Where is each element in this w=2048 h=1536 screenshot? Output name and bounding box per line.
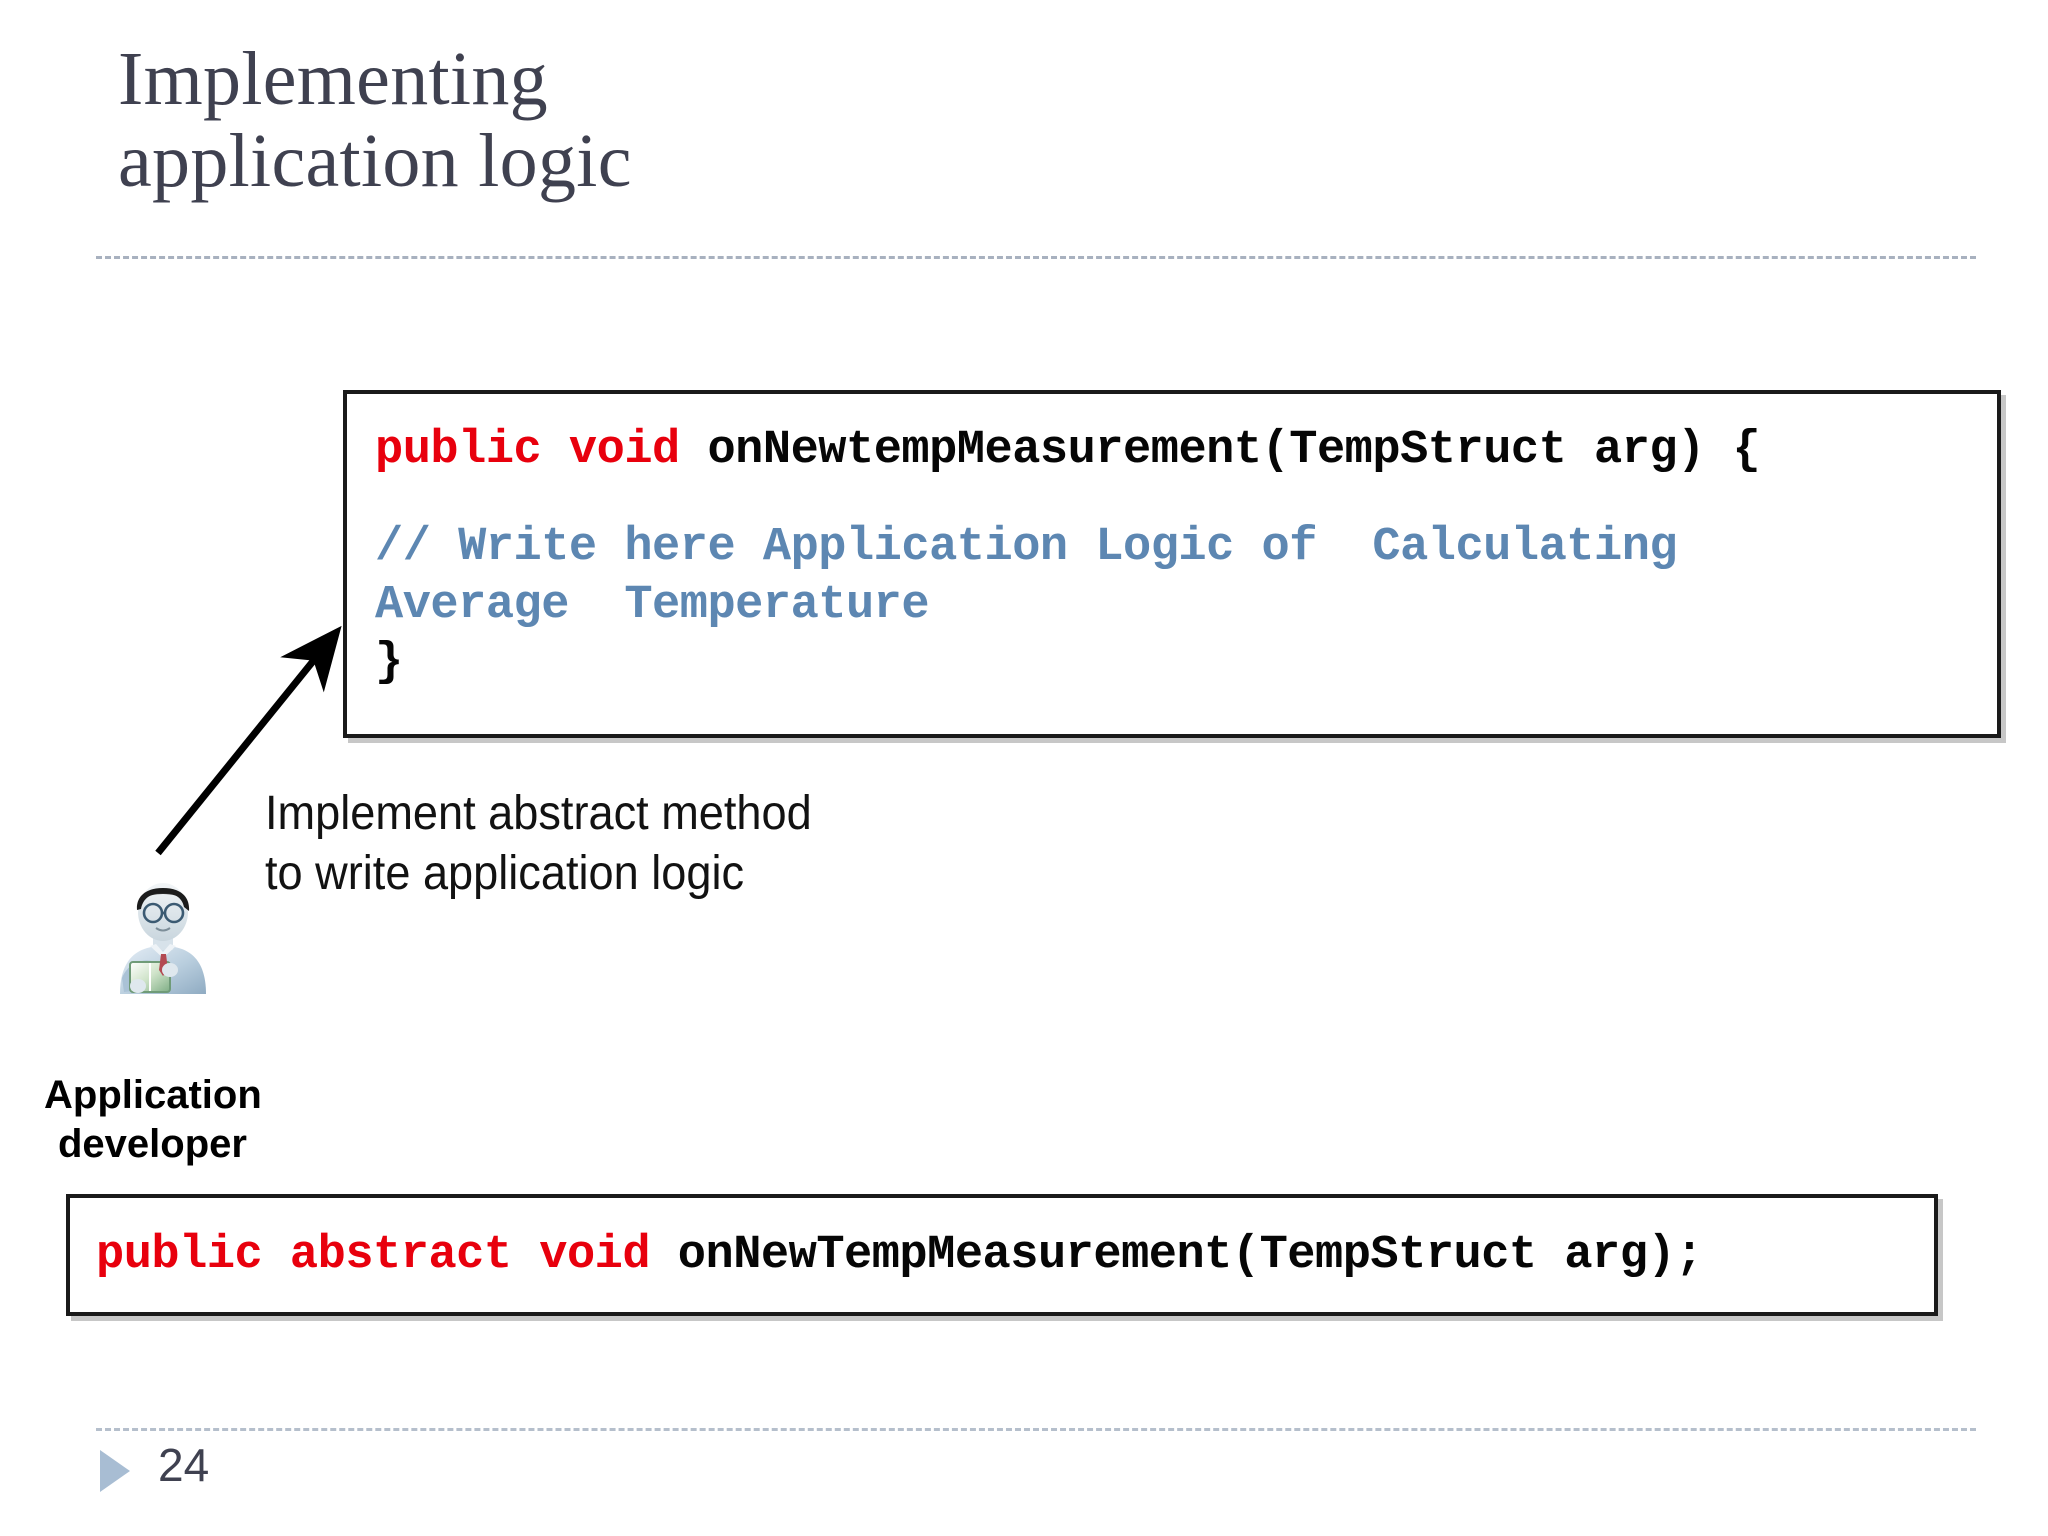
code-line-blank bbox=[375, 479, 1997, 519]
application-developer-icon bbox=[120, 883, 206, 994]
code-keyword-public-abstract-void: public abstract void bbox=[96, 1228, 678, 1282]
slide-number: 24 bbox=[158, 1439, 210, 1491]
abstract-method-code-box: public abstract void onNewTempMeasuremen… bbox=[66, 1194, 1938, 1316]
code-identifier-method-signature: onNewtempMeasurement(TempStruct arg) { bbox=[707, 424, 1761, 477]
developer-label: Application developer bbox=[44, 1022, 364, 1217]
code-line-comment-2: Average Temperature bbox=[375, 578, 930, 632]
annotation-text: Implement abstract method to write appli… bbox=[265, 787, 812, 901]
implementation-code-box: public void onNewtempMeasurement(TempStr… bbox=[343, 390, 2001, 738]
arrow-up-right-icon bbox=[155, 625, 342, 856]
code-line-comment-1: // Write here Application Logic of Calcu… bbox=[375, 521, 1678, 575]
code-line-signature: public void onNewtempMeasurement(TempStr… bbox=[375, 422, 1997, 479]
code-identifier-abstract-method: onNewTempMeasurement(TempStruct arg); bbox=[677, 1228, 1704, 1282]
header-divider bbox=[96, 256, 1976, 259]
code-line-closing-brace: } bbox=[375, 635, 403, 689]
developer-label-line-2: developer bbox=[58, 1121, 247, 1166]
triangle-right-icon bbox=[100, 1450, 130, 1492]
code-line-abstract-signature: public abstract void onNewTempMeasuremen… bbox=[70, 1229, 1703, 1282]
footer-divider bbox=[96, 1428, 1976, 1431]
developer-label-line-1: Application bbox=[44, 1072, 262, 1117]
code-keyword-public-void: public void bbox=[375, 424, 708, 477]
page-title: Implementing application logic bbox=[118, 37, 632, 204]
